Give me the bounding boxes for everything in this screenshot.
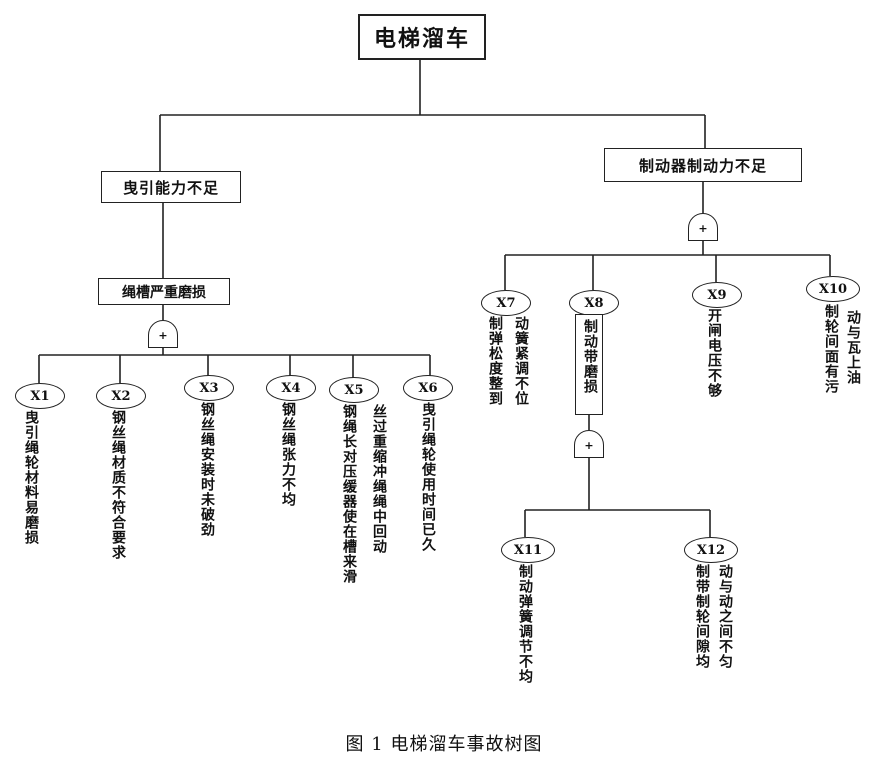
basic-event-x10-text-col2: 动与瓦上油 [845,310,861,385]
basic-event-x4-label: X4 [266,375,316,401]
event-groove-severe-wear: 绳槽严重磨损 [98,278,230,305]
or-gate-brake: + [688,213,718,241]
basic-event-x5-text-col2: 丝过重缩冲绳绳中回动 [371,404,387,554]
figure-caption: 图 1 电梯溜车事故树图 [345,734,543,755]
basic-event-x9-label: X9 [692,282,742,308]
intermediate-event-x8-label: X8 [569,290,619,316]
basic-event-x2-text: 钢丝绳材质不符合要求 [110,410,126,560]
basic-event-x10-label: X10 [806,276,860,302]
top-event: 电梯溜车 [358,14,486,60]
basic-event-x10-text-col1: 制轮间面有污 [823,304,839,394]
basic-event-x12-text-col2: 动与动之间不匀 [717,564,733,669]
basic-event-x3-label: X3 [184,375,234,401]
basic-event-x9-text: 开闸电压不够 [706,308,722,398]
basic-event-x11-text: 制动弹簧调节不均 [517,564,533,684]
or-gate-groove-wear: + [148,320,178,348]
basic-event-x7-text-col2: 动簧紧调不位 [513,316,529,406]
intermediate-event-x8-box: 制动带磨损 [575,314,603,415]
basic-event-x2-label: X2 [96,383,146,409]
basic-event-x6-label: X6 [403,375,453,401]
or-gate-brake-band-wear: + [574,430,604,458]
basic-event-x1-label: X1 [15,383,65,409]
basic-event-x1-text: 曳引绳轮材料易磨损 [23,410,39,545]
basic-event-x7-label: X7 [481,290,531,316]
basic-event-x3-text: 钢丝绳安装时未破劲 [199,402,215,537]
basic-event-x12-label: X12 [684,537,738,563]
basic-event-x4-text: 钢丝绳张力不均 [280,402,296,507]
event-brake-force-insufficient: 制动器制动力不足 [604,148,802,182]
basic-event-x12-text-col1: 制带制轮间隙均 [694,564,710,669]
basic-event-x6-text: 曳引绳轮使用时间已久 [420,402,436,552]
basic-event-x5-text-col1: 钢绳长对压缓器使在槽来滑 [341,404,357,584]
basic-event-x5-label: X5 [329,377,379,403]
basic-event-x7-text-col1: 制弹松度整到 [487,316,503,406]
basic-event-x11-label: X11 [501,537,555,563]
event-traction-insufficient: 曳引能力不足 [101,171,241,203]
